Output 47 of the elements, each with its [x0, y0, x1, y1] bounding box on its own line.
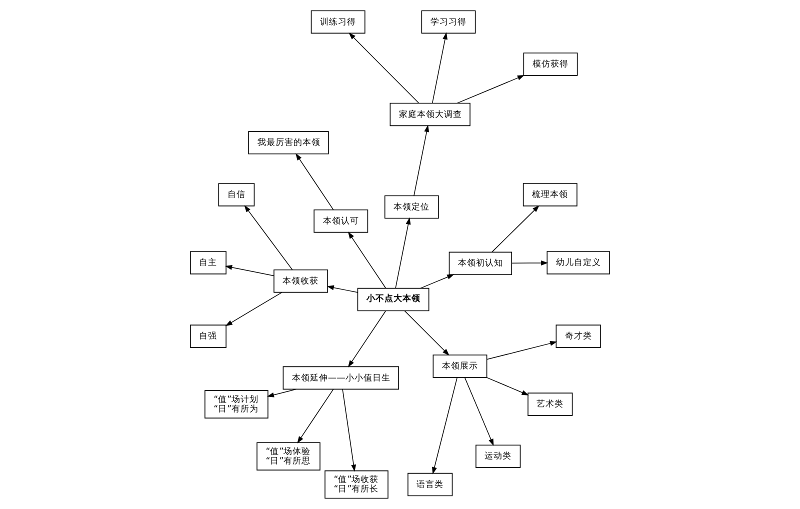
arrow	[414, 124, 430, 196]
node-box: 本领认可	[314, 209, 368, 233]
arrow	[342, 388, 356, 472]
arrow	[348, 232, 386, 289]
node-box: 语言类	[408, 472, 453, 496]
node-box: 本领收获	[274, 269, 328, 293]
node-box: 小不点大本领	[357, 288, 430, 312]
arrow	[244, 205, 293, 270]
arrow	[456, 75, 525, 104]
node-box: 训练习得	[310, 10, 366, 34]
node-box: 家庭本领大调查	[390, 102, 470, 126]
node-box: 本领定位	[384, 195, 439, 219]
arrow	[511, 260, 548, 266]
arrow	[395, 217, 411, 289]
arrow	[297, 388, 334, 444]
arrow	[486, 377, 529, 396]
node-box: 自信	[218, 183, 255, 206]
node-box: 我最厉害的本领	[248, 131, 329, 154]
arrow	[296, 153, 334, 210]
arrow	[492, 205, 540, 252]
arrow	[420, 274, 454, 289]
node-box: 自强	[190, 324, 226, 348]
node-box: 运动类	[476, 444, 521, 468]
arrow	[404, 310, 450, 356]
arrow	[266, 388, 297, 398]
arrow	[486, 340, 558, 360]
arrow	[326, 285, 358, 293]
arrow	[432, 32, 448, 104]
arrow	[225, 292, 282, 326]
node-box: 艺术类	[528, 392, 573, 416]
node-box: 本领展示	[432, 354, 488, 378]
node-box: 本领初认知	[448, 252, 512, 276]
node-box: 梳理本领	[522, 183, 578, 206]
node-box: “值”场计划 “日”有所为	[204, 390, 268, 418]
node-box: 幼儿自定义	[546, 251, 610, 274]
node-box: 模仿获得	[523, 52, 578, 76]
arrow	[348, 32, 420, 104]
node-box: 自主	[190, 251, 226, 274]
arrow	[432, 377, 458, 474]
arrow	[224, 264, 274, 276]
arrow	[348, 310, 386, 368]
node-box: “值”场体验 “日”有所思	[256, 442, 320, 470]
node-box: “值”场收获 “日”有所长	[324, 470, 388, 499]
arrow	[464, 377, 494, 446]
node-box: 奇才类	[556, 324, 601, 348]
node-box: 本领延伸——小小值日生	[282, 366, 399, 390]
node-box: 学习习得	[421, 10, 476, 34]
